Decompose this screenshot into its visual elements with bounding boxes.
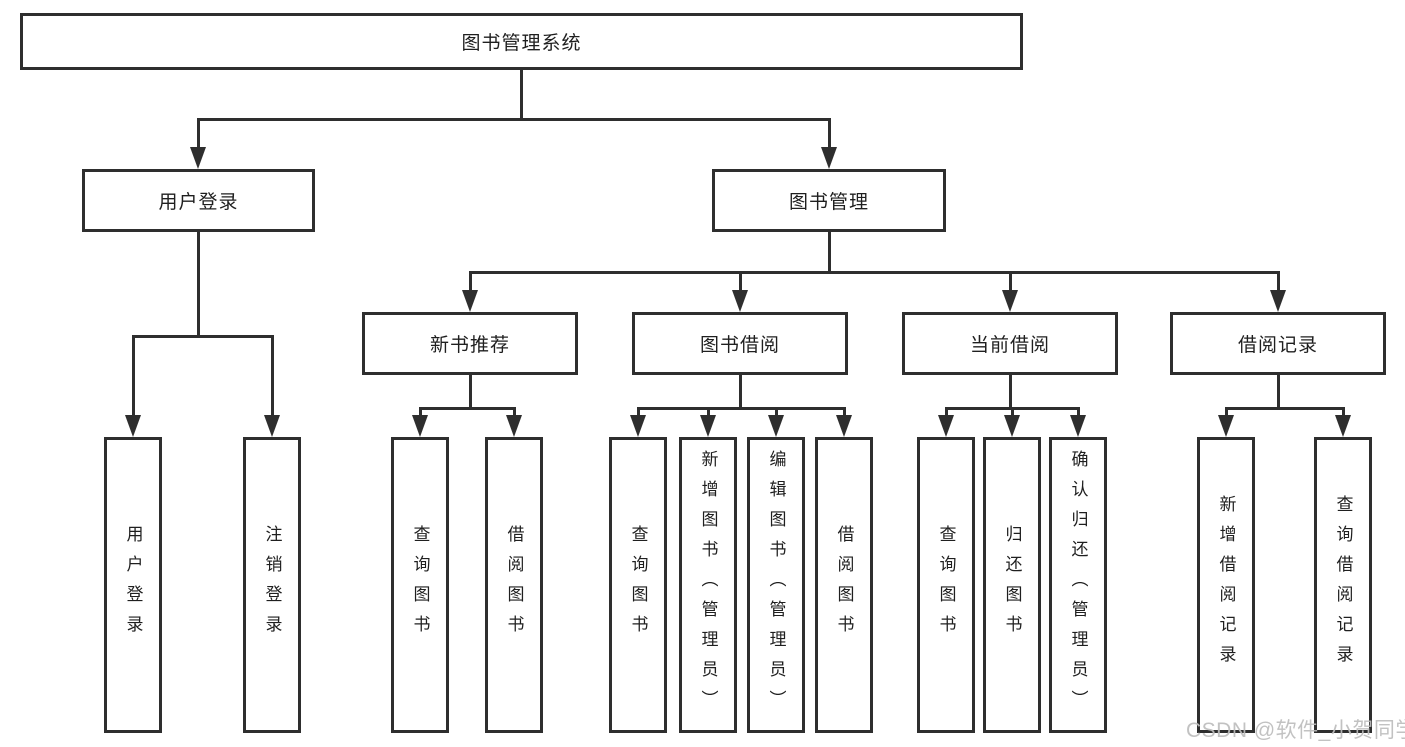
arrowhead	[1002, 290, 1018, 312]
connector-line	[945, 407, 948, 417]
connector-line	[513, 407, 516, 417]
node-label: 图书管理系统	[461, 33, 582, 54]
connector-line	[197, 118, 831, 121]
node-label: 查询图书	[410, 525, 430, 645]
node-leaf-add-books-admin: 新增图书（管理员）	[679, 437, 737, 733]
arrowhead	[700, 415, 716, 437]
connector-line	[271, 335, 274, 417]
node-leaf-borrow-books: 借阅图书	[815, 437, 873, 733]
connector-line	[197, 232, 200, 336]
node-user-login: 用户登录	[82, 169, 315, 232]
node-leaf-confirm-return-admin: 确认归还（管理员）	[1049, 437, 1107, 733]
connector-line	[1225, 407, 1228, 417]
node-label: 新增借阅记录	[1216, 495, 1236, 675]
connector-line	[132, 335, 135, 417]
node-label: 用户登录	[158, 192, 239, 213]
node-label: 图书借阅	[699, 335, 780, 356]
arrowhead	[768, 415, 784, 437]
connector-line	[1277, 375, 1280, 409]
connector-line	[1342, 407, 1345, 417]
node-label: 确认归还（管理员）	[1068, 450, 1088, 720]
arrowhead	[1270, 290, 1286, 312]
connector-line	[1009, 271, 1012, 292]
arrowhead	[462, 290, 478, 312]
node-leaf-return-books: 归还图书	[983, 437, 1041, 733]
node-label: 新书推荐	[429, 335, 510, 356]
connector-line	[469, 375, 472, 409]
node-borrow-record: 借阅记录	[1170, 312, 1386, 375]
csdn-watermark: CSDN @软件_小贺同学	[1186, 719, 1405, 742]
connector-line	[469, 271, 472, 292]
connector-line	[1225, 407, 1344, 410]
connector-line	[1277, 271, 1280, 292]
node-label: 查询图书	[936, 525, 956, 645]
connector-line	[419, 407, 422, 417]
node-leaf-borrow-books: 借阅图书	[485, 437, 543, 733]
node-label: 当前借阅	[969, 335, 1050, 356]
arrowhead	[1004, 415, 1020, 437]
connector-line	[775, 407, 778, 417]
node-leaf-query-books: 查询图书	[609, 437, 667, 733]
arrowhead	[190, 147, 206, 169]
node-label: 借阅图书	[834, 525, 854, 645]
node-leaf-query-books: 查询图书	[917, 437, 975, 733]
arrowhead	[264, 415, 280, 437]
node-label: 查询图书	[628, 525, 648, 645]
node-label: 编辑图书（管理员）	[766, 450, 786, 720]
node-label: 用户登录	[123, 525, 143, 645]
node-book-management: 图书管理	[712, 169, 946, 232]
connector-line	[739, 271, 742, 292]
node-leaf-query-books: 查询图书	[391, 437, 449, 733]
connector-line	[707, 407, 710, 417]
arrowhead	[1335, 415, 1351, 437]
arrowhead	[412, 415, 428, 437]
node-label: 借阅图书	[504, 525, 524, 645]
connector-line	[637, 407, 846, 410]
node-leaf-add-borrow-record: 新增借阅记录	[1197, 437, 1255, 733]
node-label: 新增图书（管理员）	[698, 450, 718, 720]
connector-line	[1009, 375, 1012, 409]
connector-line	[197, 118, 200, 150]
node-new-book-recommend: 新书推荐	[362, 312, 578, 375]
arrowhead	[836, 415, 852, 437]
node-root-book-management-system: 图书管理系统	[20, 13, 1023, 70]
arrowhead	[506, 415, 522, 437]
connector-line	[132, 335, 274, 338]
connector-line	[1011, 407, 1014, 417]
arrowhead	[630, 415, 646, 437]
node-book-borrow: 图书借阅	[632, 312, 848, 375]
node-leaf-edit-books-admin: 编辑图书（管理员）	[747, 437, 805, 733]
arrowhead	[732, 290, 748, 312]
connector-line	[843, 407, 846, 417]
arrowhead	[125, 415, 141, 437]
node-label: 图书管理	[788, 192, 869, 213]
node-label: 归还图书	[1002, 525, 1022, 645]
node-current-borrow: 当前借阅	[902, 312, 1118, 375]
node-leaf-query-borrow-record: 查询借阅记录	[1314, 437, 1372, 733]
node-label: 借阅记录	[1237, 335, 1318, 356]
arrowhead	[1070, 415, 1086, 437]
connector-line	[828, 118, 831, 150]
arrowhead	[938, 415, 954, 437]
arrowhead	[1218, 415, 1234, 437]
connector-line	[1077, 407, 1080, 417]
connector-line	[520, 70, 523, 118]
node-leaf-user-login: 用户登录	[104, 437, 162, 733]
connector-line	[419, 407, 516, 410]
node-label: 查询借阅记录	[1333, 495, 1353, 675]
connector-line	[469, 271, 1280, 274]
connector-line	[828, 232, 831, 273]
connector-line	[637, 407, 640, 417]
node-leaf-logout: 注销登录	[243, 437, 301, 733]
node-label: 注销登录	[262, 525, 282, 645]
arrowhead	[821, 147, 837, 169]
connector-line	[739, 375, 742, 409]
